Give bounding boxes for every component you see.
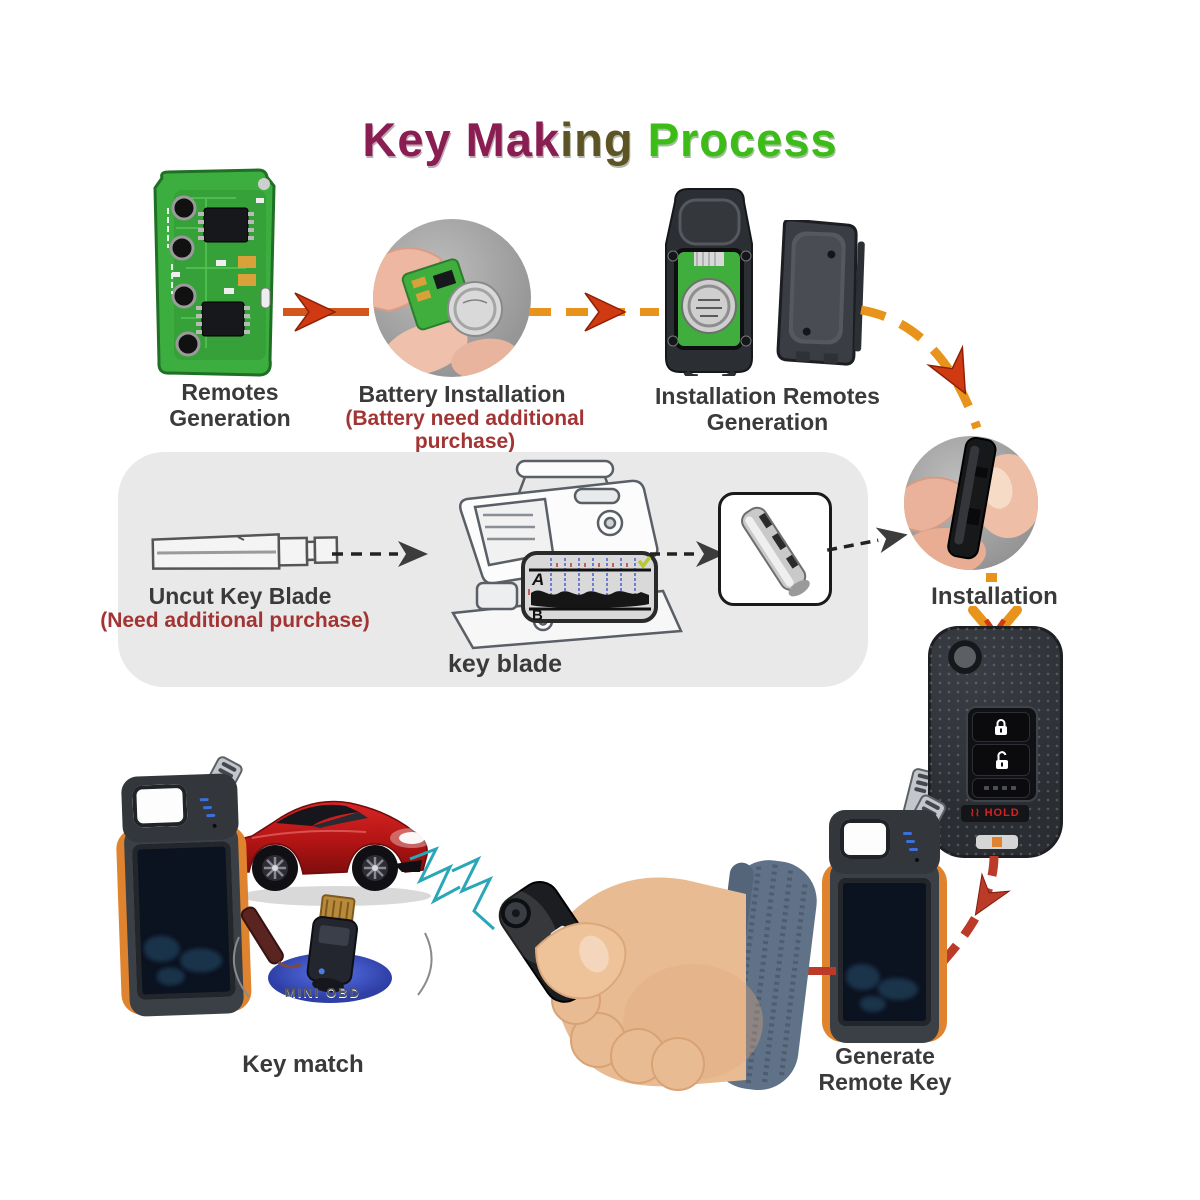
worldmap-texture xyxy=(846,964,880,990)
installation-photo-art xyxy=(904,436,1038,570)
car-headlight xyxy=(399,832,425,844)
thumbnail xyxy=(579,935,609,973)
device-screen xyxy=(132,841,236,1000)
swoosh-arc xyxy=(232,936,250,998)
unlock-icon xyxy=(996,750,1008,769)
key-bitting-chart: A B xyxy=(521,551,658,623)
arrow-curve-down-icon xyxy=(860,305,982,430)
car-grille xyxy=(394,860,422,872)
mini-obd-label: MINI OBD xyxy=(285,985,361,1000)
page-title: Key Making Process xyxy=(0,112,1200,167)
worldmap-texture xyxy=(143,935,181,963)
note-battery-purchase: (Battery need additional purchase) xyxy=(345,407,585,454)
arrow-right-dashed-small-icon xyxy=(650,541,725,567)
key-button-panel xyxy=(966,706,1038,802)
lock-icon xyxy=(995,719,1007,735)
worldmap-texture xyxy=(156,966,186,986)
uncut-key-blade-illustration xyxy=(151,533,339,570)
caption-installation-remotes: Installation Remotes Generation xyxy=(655,383,880,435)
mic-dot xyxy=(212,823,217,828)
note-uncut-purchase: (Need additional purchase) xyxy=(100,609,370,632)
arrow-right-dashed-small-icon xyxy=(332,541,428,567)
panic-hold-button[interactable]: ≀≀ HOLD xyxy=(961,805,1029,822)
remote-pcb-illustration xyxy=(153,168,276,377)
swoosh-arc xyxy=(417,932,433,996)
device-head xyxy=(829,810,940,874)
thumb xyxy=(534,922,627,1000)
caption-generate-remote-key: Generate Remote Key xyxy=(818,1043,952,1095)
car-wheel xyxy=(252,845,298,891)
arrow-right-icon xyxy=(283,292,369,332)
finger xyxy=(651,1037,705,1091)
lanyard-hole xyxy=(132,783,188,828)
battery-photo-art xyxy=(373,247,519,377)
blade-release xyxy=(992,837,1002,847)
caption-installation: Installation xyxy=(931,583,1058,610)
aux-button[interactable] xyxy=(972,778,1030,798)
unlock-button[interactable] xyxy=(972,744,1030,776)
led-indicator xyxy=(906,840,915,843)
title-part-purple: Key Mak xyxy=(362,113,561,166)
caption-uncut-key-blade: Uncut Key Blade xyxy=(148,583,332,609)
flip-remote-key: ≀≀ HOLD xyxy=(928,626,1063,858)
lock-button[interactable] xyxy=(972,712,1030,742)
installation-photo xyxy=(904,436,1038,570)
hand-holding-key xyxy=(496,860,817,1091)
keyshell-front-illustration xyxy=(665,188,753,376)
ic-chip xyxy=(198,207,254,243)
pcb-board xyxy=(153,168,276,377)
row-b-label: B xyxy=(532,607,543,623)
signal-zigzag-icon xyxy=(409,846,496,931)
lanyard-hole xyxy=(840,819,890,859)
hold-signal-icon: ≀≀ xyxy=(970,807,981,819)
caption-key-blade: key blade xyxy=(448,650,562,678)
obd-dongle xyxy=(306,894,359,993)
mic-dot xyxy=(915,858,919,862)
mini-obd-illustration xyxy=(232,894,433,1003)
led-indicator xyxy=(199,798,209,802)
red-car-illustration xyxy=(223,800,434,906)
depth-marks xyxy=(528,563,628,595)
arrow-right-dashed-small-icon xyxy=(826,527,908,554)
tact-buttons xyxy=(169,195,201,357)
caption-battery-installation: Battery Installation xyxy=(358,381,566,407)
ic-chip xyxy=(196,301,250,337)
keyshell-back-illustration xyxy=(776,220,865,366)
programmer-device-generate xyxy=(822,792,949,1045)
car-window xyxy=(276,804,359,826)
obd-strap xyxy=(240,906,302,969)
led-indicator xyxy=(202,805,213,810)
car-window xyxy=(312,812,368,828)
cut-key-box xyxy=(718,492,832,606)
led-indicator xyxy=(903,832,912,835)
worldmap-texture xyxy=(878,978,918,1000)
row-a-label: A xyxy=(531,570,544,589)
car-wheel xyxy=(352,845,398,891)
car-body xyxy=(223,800,428,875)
key-blade-slot xyxy=(976,835,1018,849)
caption-remotes-generation: Remotes Generation xyxy=(169,379,291,431)
key-fob-being-assembled xyxy=(947,436,997,560)
worldmap-texture xyxy=(860,996,886,1012)
battery-installation-photo xyxy=(373,219,531,377)
arrow-right-dashed-icon xyxy=(529,292,659,332)
arrow-curve-red-dashed-icon xyxy=(934,855,1011,971)
title-part-green: Process xyxy=(633,113,838,166)
worldmap-texture xyxy=(179,947,223,974)
led-indicator xyxy=(206,813,216,818)
device-head xyxy=(120,773,240,844)
cut-key-illustration xyxy=(741,506,810,597)
orange-connector xyxy=(986,573,997,582)
cut-profile xyxy=(531,590,649,608)
key-pivot xyxy=(948,640,982,674)
device-body xyxy=(830,860,939,1043)
caption-key-match: Key match xyxy=(242,1051,364,1078)
vent-dots-icon xyxy=(984,786,1016,790)
led-indicator xyxy=(909,848,918,851)
device-screen xyxy=(838,878,931,1026)
title-part-blend: ing xyxy=(560,113,634,166)
check-icon xyxy=(637,555,652,569)
screws xyxy=(667,250,752,347)
